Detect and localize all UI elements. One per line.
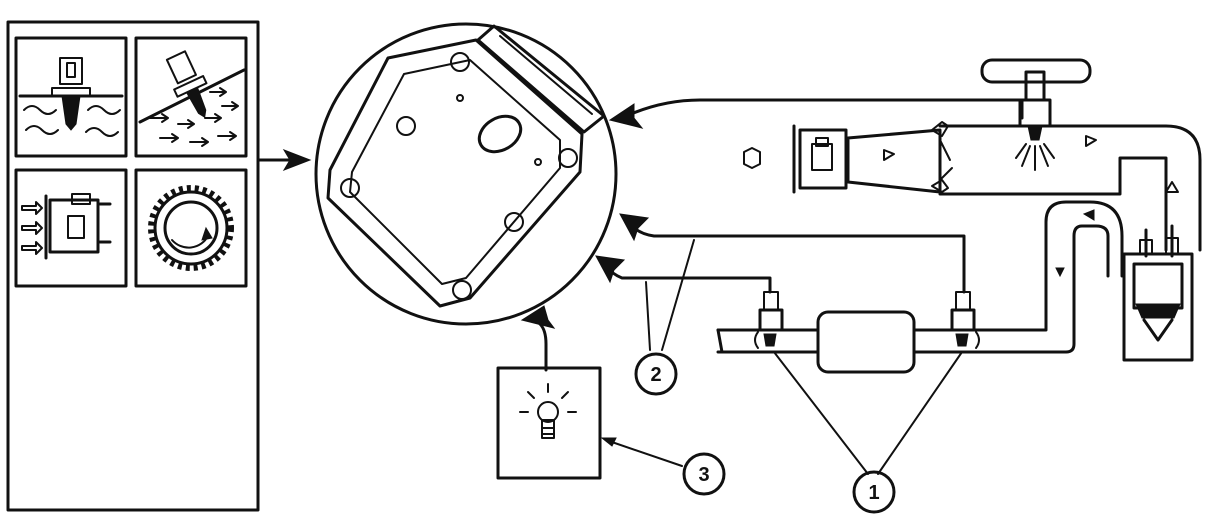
reluctor-wheel-icon [134,168,248,288]
fuel-injector-icon [980,58,1092,171]
callout-3: 3 [600,437,726,496]
throttle-body-icon [14,168,128,288]
malfunction-lamp-icon [496,305,602,480]
intake-manifold-icon [743,121,1202,252]
ecm-module-icon [314,22,618,326]
sensor-in-flow-icon [134,36,248,158]
engine-cylinder-icon [1122,224,1194,362]
injector-output-line [608,98,1024,129]
callout-1-label: 1 [868,482,879,504]
callout-2: 2 [634,239,695,396]
sensor-signal-lines [595,213,966,294]
sensor-input-panel [6,20,260,512]
callout-3-label: 3 [698,464,709,486]
oxygen-sensor-icon [754,291,980,349]
input-arrow [256,149,312,171]
catalytic-converter-icon [816,310,952,374]
oxygen-sensor-downstream [950,291,980,349]
oxygen-sensor-upstream [754,291,784,349]
callout-1: 1 [773,351,963,514]
callout-2-label: 2 [650,364,661,386]
sensor-in-liquid-icon [14,36,128,158]
exhaust-pipe [716,200,1124,354]
